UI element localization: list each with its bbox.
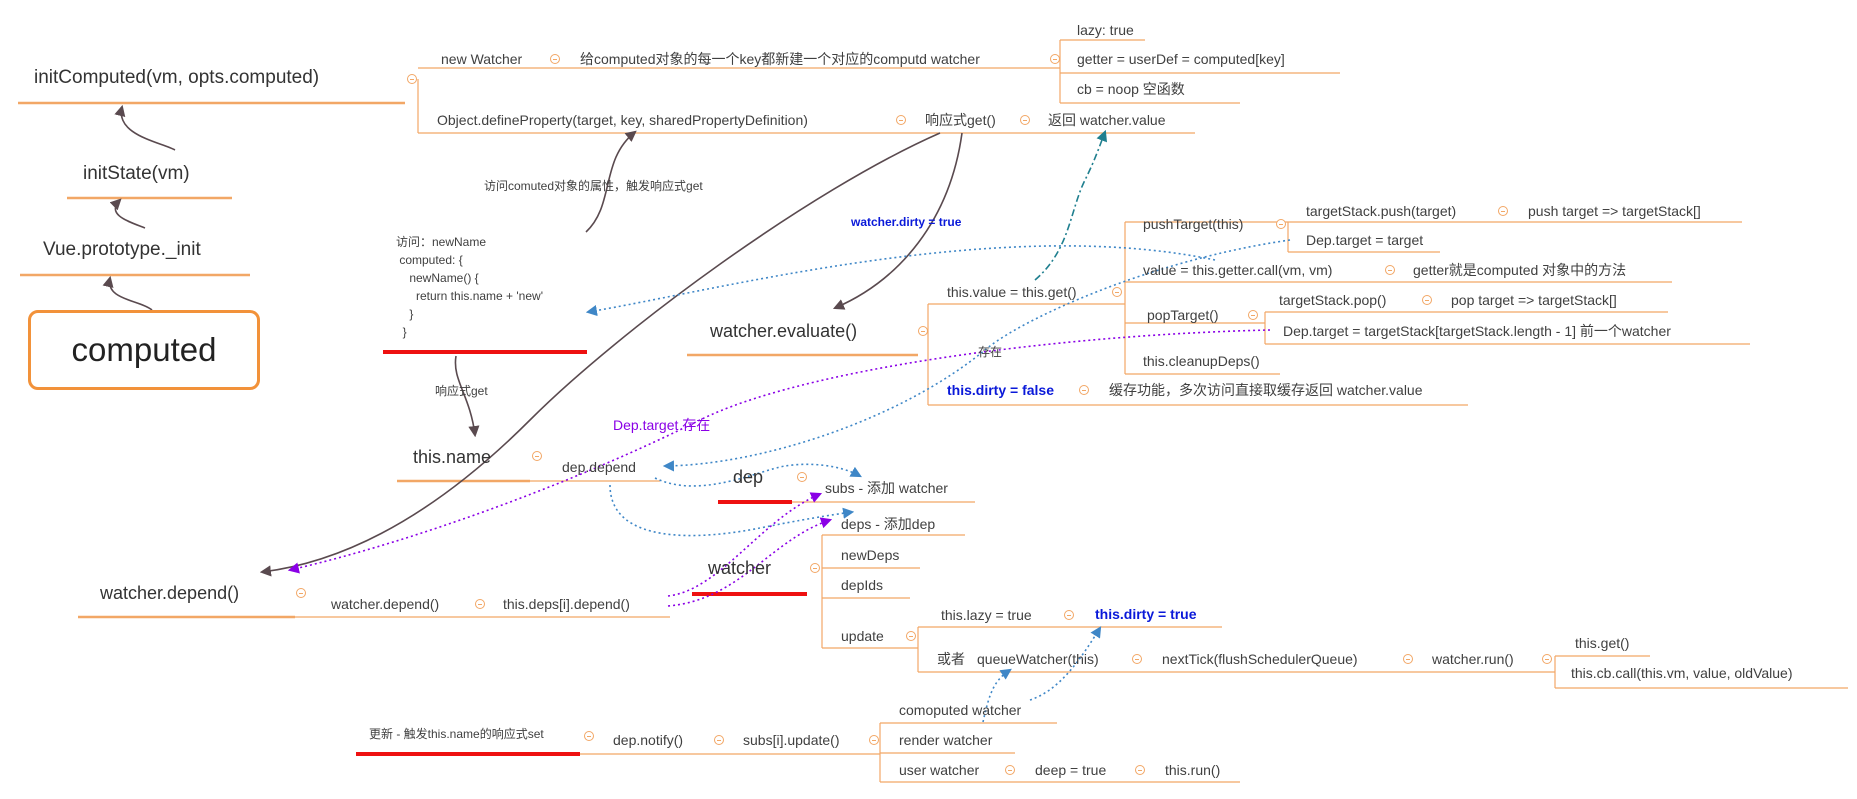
node-dirty-false: this.dirty = false [947,382,1054,398]
node-render-watcher: render watcher [899,732,993,748]
node-queue-watcher: queueWatcher(this) [977,651,1099,667]
node-this-value: this.value = this.get() [947,284,1077,300]
node-dep-notify: dep.notify() [613,732,684,748]
collapse-icon[interactable] [1079,385,1089,395]
node-new-deps: newDeps [841,547,900,563]
collapse-icon[interactable] [1112,287,1122,297]
node-run: watcher.run() [1432,651,1514,667]
node-or: 或者 [937,651,965,667]
node-dep-depend: dep.depend [562,459,636,475]
collapse-icon[interactable] [475,599,485,609]
node-getter-call: value = this.getter.call(vm, vm) [1143,262,1333,278]
node-lazy: lazy: true [1077,22,1134,38]
collapse-icon[interactable] [1005,765,1015,775]
code-line: 访问：newName [396,235,487,249]
node-cleanup: this.cleanupDeps() [1143,353,1260,369]
node-this-get: this.get() [1575,635,1630,651]
node-stack-pop: targetStack.pop() [1279,292,1387,308]
collapse-icon[interactable] [797,472,807,482]
label-reactive-get: 响应式get [435,384,488,398]
node-cb: cb = noop 空函数 [1077,81,1185,97]
node-cb-call: this.cb.call(this.vm, value, oldValue) [1571,665,1793,681]
collapse-icon[interactable] [1020,115,1030,125]
node-this-run: this.run() [1165,762,1221,778]
code-line: return this.name + 'new' [396,289,543,303]
collapse-icon[interactable] [1248,310,1258,320]
collapse-icon[interactable] [810,563,820,573]
node-push-note: push target => targetStack[] [1528,203,1701,219]
node-user-watcher: user watcher [899,762,980,778]
collapse-icon[interactable] [1403,654,1413,664]
collapse-icon[interactable] [1385,265,1395,275]
node-stack-push: targetStack.push(target) [1306,203,1457,219]
node-dep: dep [733,467,764,487]
node-return-value: 返回 watcher.value [1048,112,1166,128]
node-deep: deep = true [1035,762,1107,778]
node-define-property: Object.defineProperty(target, key, share… [437,112,808,128]
node-deps: deps - 添加dep [841,516,936,532]
code-line: } [396,307,414,321]
collapse-icon[interactable] [1064,610,1074,620]
node-pop-note: pop target => targetStack[] [1451,292,1617,308]
collapse-icon[interactable] [906,631,916,641]
collapse-icon[interactable] [1542,654,1552,664]
code-sample: 访问：newName computed: { newName() { retur… [396,233,543,341]
node-computed-watcher: comoputed watcher [899,702,1022,718]
node-subs-update: subs[i].update() [743,732,840,748]
label-dirty-true: watcher.dirty = true [851,215,962,229]
node-getter-note: getter就是computed 对象中的方法 [1413,262,1627,278]
collapse-icon[interactable] [714,735,724,745]
node-lazy-true: this.lazy = true [941,607,1032,623]
collapse-icon[interactable] [407,74,417,84]
node-watcher-depend: watcher.depend() [100,583,240,603]
collapse-icon[interactable] [1132,654,1142,664]
collapse-icon[interactable] [1498,206,1508,216]
collapse-icon[interactable] [584,731,594,741]
node-init-state: initState(vm) [83,163,190,184]
collapse-icon[interactable] [550,54,560,64]
node-pop-target: popTarget() [1147,307,1219,323]
code-line: } [396,325,407,339]
collapse-icon[interactable] [869,735,879,745]
node-subs: subs - 添加 watcher [825,480,948,496]
collapse-icon[interactable] [1050,54,1060,64]
code-line: newName() { [396,271,479,285]
label-dep-target-exists: Dep.target 存在 [613,417,711,433]
node-init-computed: initComputed(vm, opts.computed) [34,67,320,88]
node-watcher-evaluate: watcher.evaluate() [710,321,858,341]
collapse-icon[interactable] [1276,219,1286,229]
collapse-icon[interactable] [296,588,306,598]
node-this-name: this.name [413,447,492,467]
label-exists: 存在 [978,345,1003,359]
node-dep-ids: depIds [841,577,884,593]
node-next-tick: nextTick(flushSchedulerQueue) [1162,651,1358,667]
node-deps-depend: this.deps[i].depend() [503,596,630,612]
collapse-icon[interactable] [1422,295,1432,305]
node-dep-target-set: Dep.target = target [1306,232,1424,248]
collapse-icon[interactable] [1135,765,1145,775]
node-new-watcher: new Watcher [441,51,523,67]
node-reactive-get: 响应式get() [925,112,996,128]
collapse-icon[interactable] [918,326,928,336]
collapse-icon[interactable] [532,451,542,461]
node-update-trigger: 更新 - 触发this.name的响应式set [369,727,544,741]
code-line: computed: { [396,253,463,267]
node-getter: getter = userDef = computed[key] [1077,51,1285,67]
node-cache-note: 缓存功能，多次访问直接取缓存返回 watcher.value [1109,382,1423,398]
node-update: update [841,628,884,644]
node-vue-init: Vue.prototype._init [43,239,201,260]
root-node-computed: computed [28,310,260,390]
collapse-icon[interactable] [896,115,906,125]
node-dep-target-restore: Dep.target = targetStack[targetStack.len… [1283,323,1671,339]
node-dirty-true: this.dirty = true [1095,606,1197,622]
node-new-watcher-desc: 给computed对象的每一个key都新建一个对应的computd watche… [580,51,980,67]
node-watcher: watcher [708,558,772,578]
label-access-comuted: 访问comuted对象的属性，触发响应式get [484,179,703,193]
node-watcher-depend-call: watcher.depend() [331,596,440,612]
node-push-target: pushTarget(this) [1143,216,1244,232]
